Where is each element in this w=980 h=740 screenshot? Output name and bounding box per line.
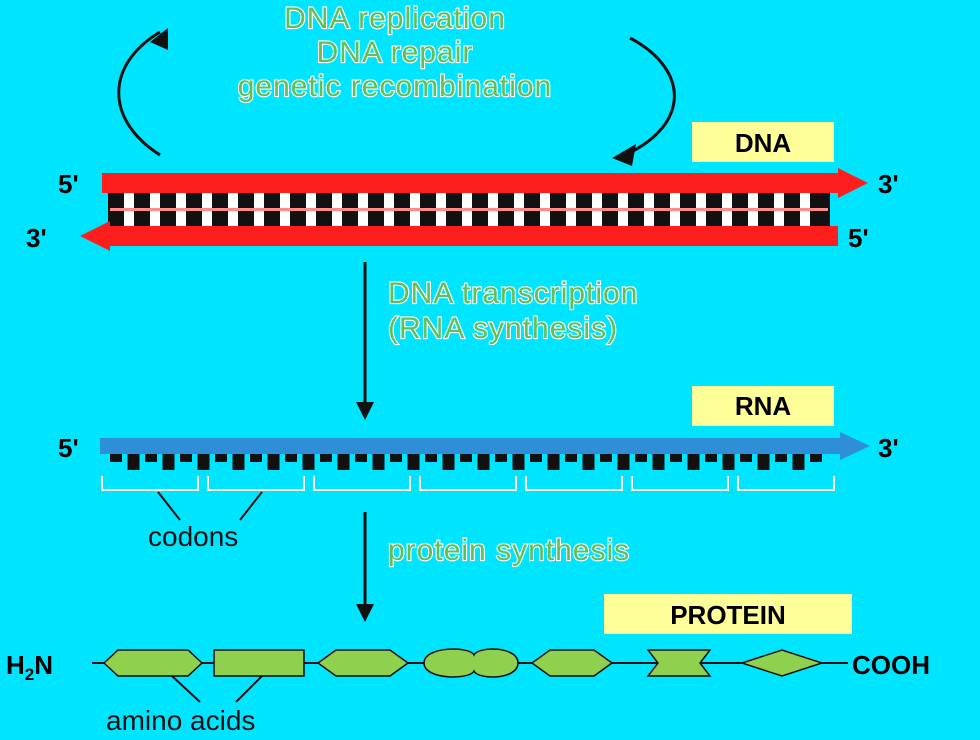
dna-top-right-end: 3' [878,169,899,199]
dna-top-left-end: 5' [58,169,79,199]
amino-acids-label: amino acids [106,705,255,735]
protein-label: PROTEIN [670,600,786,630]
curved-arrow-left-head [150,28,168,50]
amino-acid-7 [739,649,825,677]
dna-bottom-right-end: 5' [848,223,869,253]
rna-synthesis-label: (RNA synthesis) [388,312,618,345]
rna-base [547,454,560,470]
amino-acid-6 [646,649,712,677]
rna-left-end: 5' [58,433,79,463]
rna-base [197,454,210,470]
rna-strand [100,432,870,460]
rna-base [232,454,245,470]
rna-base [670,454,682,462]
rna-label: RNA [735,391,792,421]
rna-base [687,454,700,470]
rna-base [337,454,350,470]
dna-bottom-left-end: 3' [26,223,47,253]
rna-bases [110,454,822,470]
amino-acid-pointer-right [235,675,263,703]
rna-base [302,454,315,470]
codon-bracket [631,476,729,491]
rna-base [512,454,525,470]
codon-brackets [101,476,835,491]
rna-base [600,454,612,462]
rna-base [635,454,647,462]
dna-label: DNA [735,128,792,158]
rna-base [565,454,577,462]
rna-base [460,454,472,462]
codons-label: codons [148,521,238,552]
protein-synthesis-label: protein synthesis [388,534,630,567]
amino-acid-4 [423,648,519,678]
rna-base [320,454,332,462]
rna-base [162,454,175,470]
curved-arrow-right [624,36,676,157]
rna-base [145,454,157,462]
rna-base [442,454,455,470]
rna-base [110,454,122,462]
rna-base [722,454,735,470]
rna-base [582,454,595,470]
rna-base [477,454,490,470]
rna-base [757,454,770,470]
curved-arrow-left [117,30,161,157]
rna-base [775,454,787,462]
codon-bracket [525,476,623,491]
n-terminus: H2N [6,650,53,684]
rna-base [390,454,402,462]
rna-base [285,454,297,462]
rna-base [495,454,507,462]
rna-base [407,454,420,470]
c-terminus: COOH [852,650,930,680]
title-line-repair: DNA repair [317,36,474,69]
rna-base [740,454,752,462]
amino-acid-2 [213,649,305,677]
rna-base [530,454,542,462]
rna-base [215,454,227,462]
curved-arrow-right-head [612,144,636,166]
rna-base [617,454,630,470]
codon-pointer-left [157,491,181,521]
rna-base [267,454,280,470]
codon-bracket [207,476,305,491]
rna-base [792,454,805,470]
codon-pointer-right [239,491,263,521]
codon-bracket [101,476,199,491]
dna-center-line [110,208,828,211]
codon-bracket [313,476,411,491]
protein-synthesis-arrow-head [356,604,374,622]
codon-bracket [737,476,835,491]
codon-bracket [419,476,517,491]
rna-base [372,454,385,470]
rna-label-box [692,386,834,426]
dna-bottom-strand [80,221,838,251]
transcription-label: DNA transcription [388,277,638,310]
title-line-recombination: genetic recombination [238,70,553,103]
title-line-replication: DNA replication [284,2,506,35]
dna-double-strand [80,168,868,251]
amino-acid-1 [102,649,204,677]
dna-top-strand [102,168,868,198]
transcription-arrow-head [356,402,374,420]
rna-base [127,454,140,470]
rna-base [425,454,437,462]
rna-base [705,454,717,462]
rna-right-end: 3' [878,433,899,463]
rna-base [180,454,192,462]
rna-base [355,454,367,462]
dna-label-box [692,122,834,162]
amino-acid-3 [316,649,410,677]
rna-base [652,454,665,470]
rna-base [810,454,822,462]
amino-acid-pointer-left [171,675,201,703]
amino-acid-5 [530,649,614,677]
protein-label-box [604,594,852,634]
protein-chain [92,648,848,678]
rna-base [250,454,262,462]
